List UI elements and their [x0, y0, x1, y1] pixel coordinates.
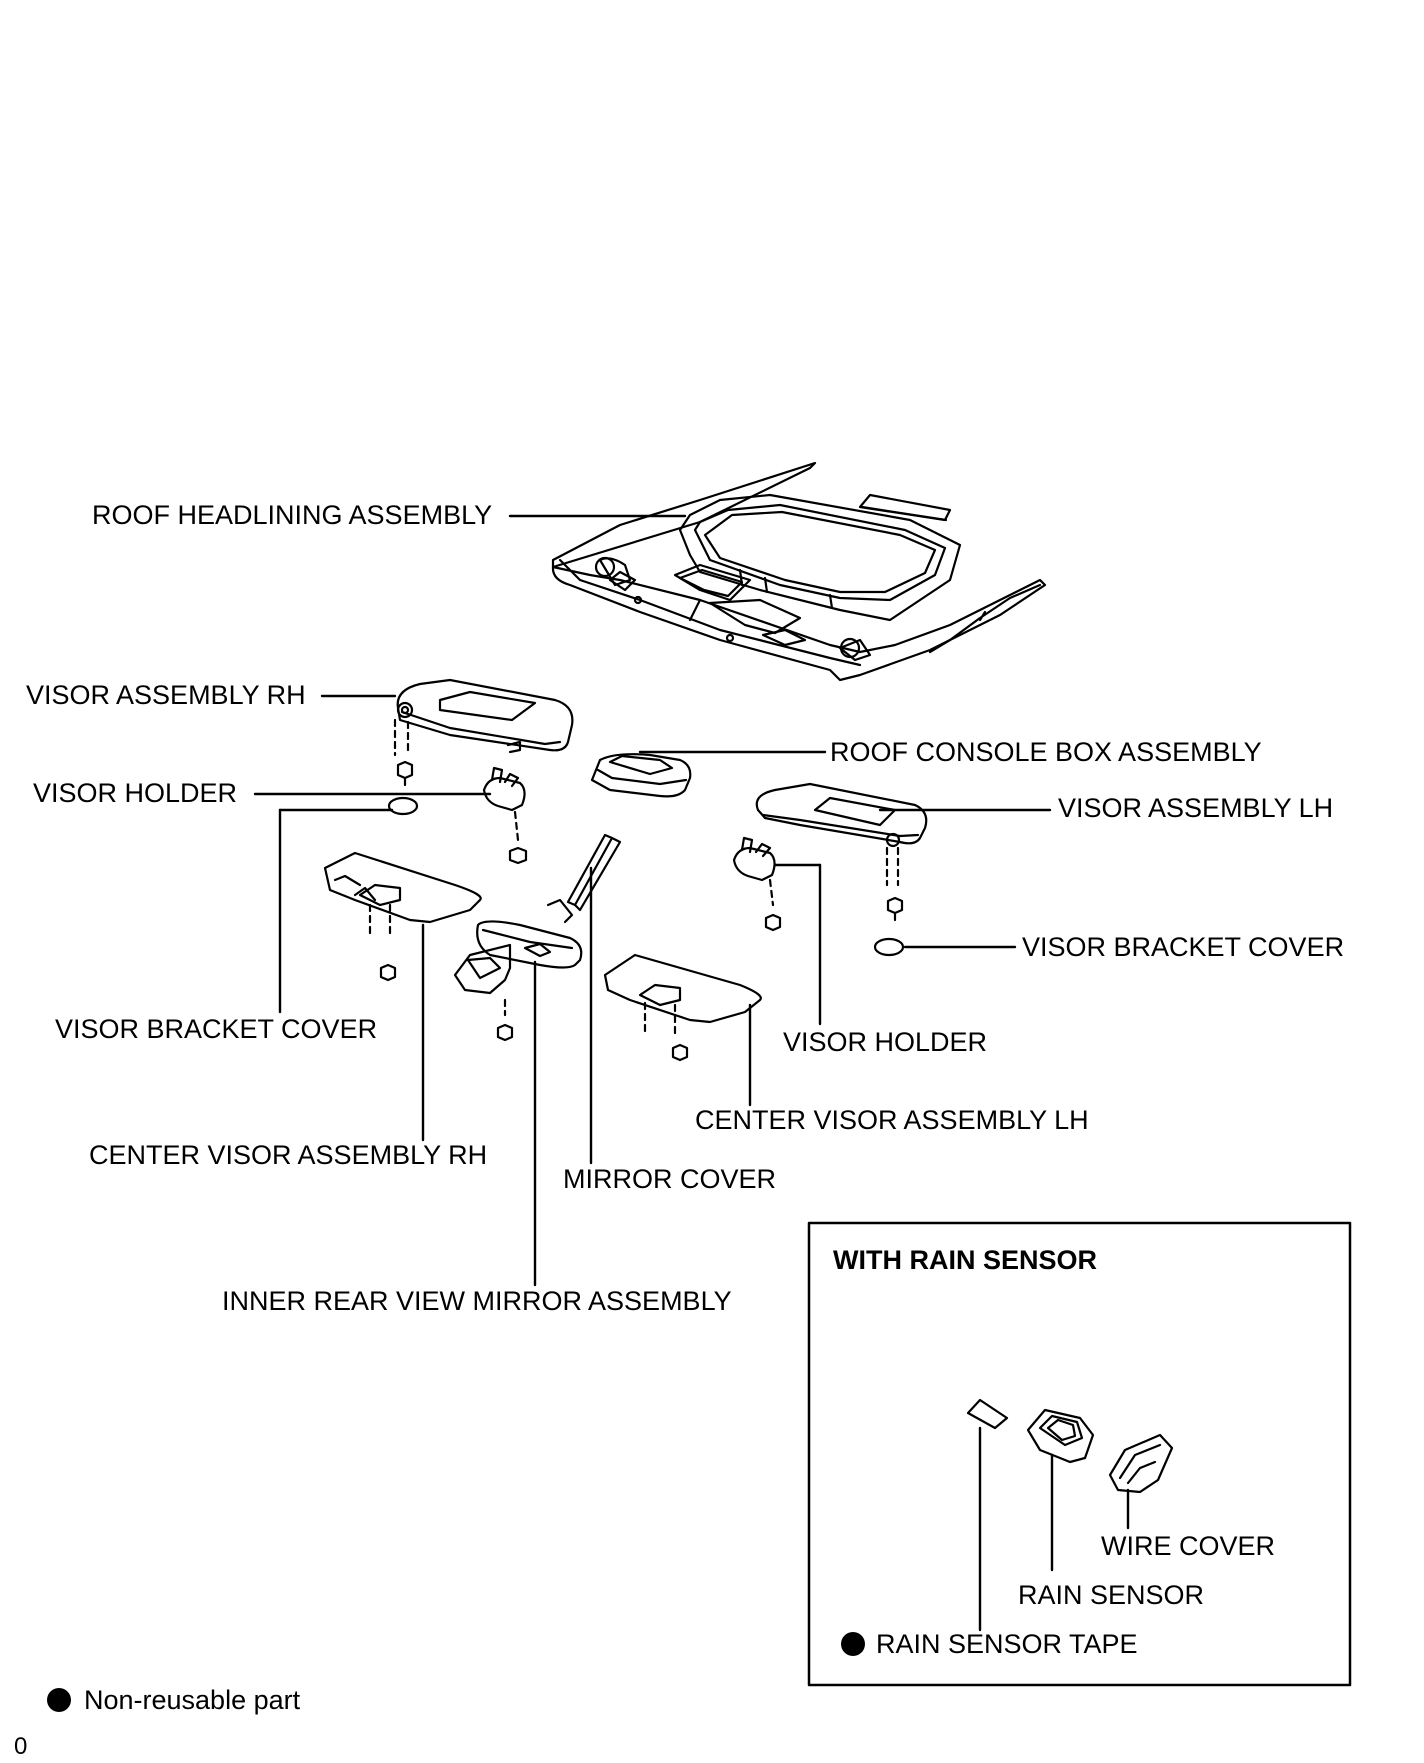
label-visor-bracket-cover-rh: VISOR BRACKET COVER: [55, 1014, 378, 1044]
rain-sensor-inset-box: [807, 1221, 1352, 1687]
label-roof-headlining: ROOF HEADLINING ASSEMBLY: [92, 500, 493, 530]
visor-holder-lh-part: [732, 836, 782, 932]
inner-mirror-part: [453, 920, 583, 1042]
visor-rh-part: [393, 678, 574, 787]
label-mirror-cover: MIRROR COVER: [563, 1164, 777, 1194]
roof-console-part: [590, 753, 692, 798]
visor-bracket-cover-rh-part: [387, 796, 419, 816]
visor-lh-part: [755, 782, 928, 922]
leader-lines: [253, 514, 1052, 1287]
label-rain-sensor-tape: RAIN SENSOR TAPE: [876, 1629, 1138, 1659]
legend-non-reusable: Non-reusable part: [84, 1685, 301, 1715]
mirror-cover-part: [546, 833, 622, 924]
wire-cover-part: [1108, 1433, 1174, 1530]
visor-bracket-cover-lh-part: [873, 937, 905, 957]
label-visor-bracket-cover-lh: VISOR BRACKET COVER: [1022, 932, 1345, 962]
figure-id: 0: [14, 1733, 28, 1760]
non-reusable-bullet-icon: [841, 1632, 865, 1656]
rain-sensor-part: [1026, 1408, 1095, 1572]
visor-holder-rh-part: [482, 766, 528, 865]
center-visor-rh-part: [323, 851, 482, 982]
label-roof-console: ROOF CONSOLE BOX ASSEMBLY: [830, 737, 1262, 767]
label-visor-lh: VISOR ASSEMBLY LH: [1058, 793, 1334, 823]
roof-headlining-part: [551, 461, 1047, 682]
label-center-visor-lh: CENTER VISOR ASSEMBLY LH: [695, 1105, 1089, 1135]
label-visor-rh: VISOR ASSEMBLY RH: [26, 680, 306, 710]
legend-bullet-icon: [47, 1688, 71, 1712]
inset-title: WITH RAIN SENSOR: [833, 1245, 1098, 1275]
label-visor-holder-rh: VISOR HOLDER: [33, 778, 238, 808]
label-wire-cover: WIRE COVER: [1101, 1531, 1276, 1561]
label-visor-holder-lh: VISOR HOLDER: [783, 1027, 988, 1057]
label-inner-mirror: INNER REAR VIEW MIRROR ASSEMBLY: [222, 1286, 732, 1316]
rain-sensor-tape-part: [966, 1398, 1009, 1632]
label-rain-sensor: RAIN SENSOR: [1018, 1580, 1205, 1610]
center-visor-lh-part: [603, 953, 762, 1062]
label-center-visor-rh: CENTER VISOR ASSEMBLY RH: [89, 1140, 488, 1170]
